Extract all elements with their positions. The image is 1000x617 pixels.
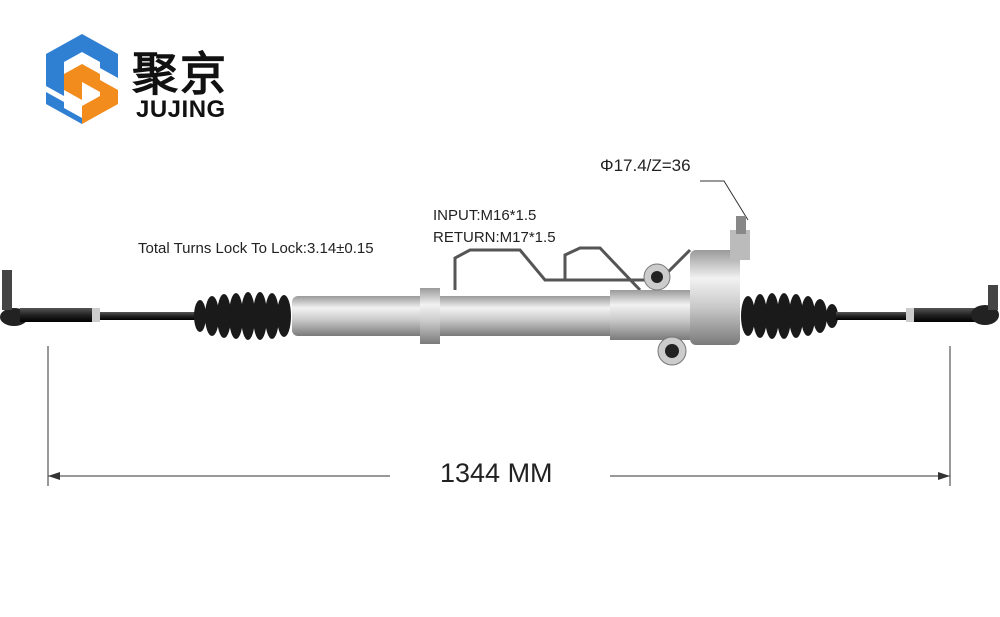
input-thread-label: INPUT:M16*1.5: [433, 207, 537, 224]
steering-rack-image: [0, 180, 999, 366]
pinion-spec-label: Φ17.4/Z=36: [600, 156, 691, 175]
brand-name-en: JUJING: [136, 96, 226, 123]
total-turns-label: Total Turns Lock To Lock:3.14±0.15: [138, 240, 374, 257]
dimension-line: [47, 346, 951, 486]
brand-logo-icon: [46, 34, 118, 124]
return-thread-label: RETURN:M17*1.5: [433, 229, 556, 246]
brand-name-cn: 聚京: [132, 48, 228, 100]
overall-length-label: 1344 MM: [440, 458, 553, 488]
